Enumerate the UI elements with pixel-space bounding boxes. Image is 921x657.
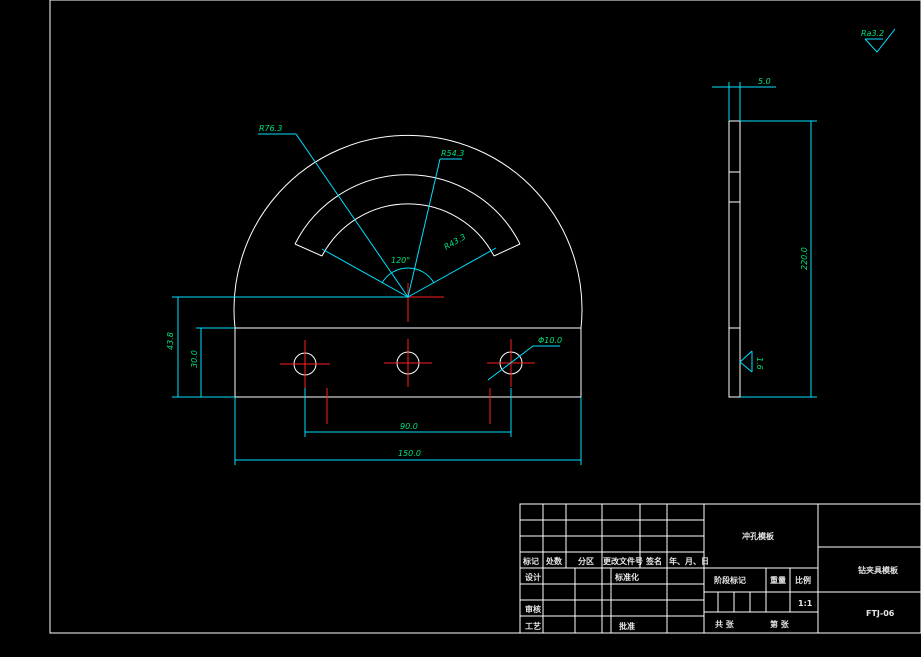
dim-r43: R43.3 bbox=[443, 232, 468, 251]
outer-arc bbox=[233, 134, 583, 329]
dim-43: 43.8 bbox=[166, 296, 408, 398]
svg-text:R54.3: R54.3 bbox=[441, 149, 464, 158]
svg-text:冲孔模板: 冲孔模板 bbox=[742, 531, 775, 541]
slot-outer-arc bbox=[294, 174, 521, 245]
svg-text:Φ10.0: Φ10.0 bbox=[538, 336, 562, 345]
svg-text:150.0: 150.0 bbox=[398, 449, 421, 458]
svg-text:年、月、日: 年、月、日 bbox=[669, 556, 709, 566]
svg-text:批准: 批准 bbox=[619, 621, 635, 631]
svg-text:43.8: 43.8 bbox=[166, 332, 175, 350]
svg-text:更改文件号: 更改文件号 bbox=[603, 556, 643, 566]
base-plate bbox=[234, 327, 582, 398]
svg-text:标记: 标记 bbox=[522, 556, 539, 566]
dim-r76: R76.3 bbox=[258, 124, 409, 298]
svg-text:分区: 分区 bbox=[578, 556, 594, 566]
dim-angle: 120° bbox=[321, 247, 497, 298]
svg-text:1.6: 1.6 bbox=[755, 357, 764, 370]
side-plate bbox=[728, 120, 741, 398]
hole-middle bbox=[384, 339, 432, 387]
hole-left bbox=[280, 340, 330, 388]
dim-phi10: Φ10.0 bbox=[487, 336, 562, 381]
dim-30: 30.0 bbox=[190, 327, 235, 397]
svg-text:30.0: 30.0 bbox=[190, 350, 199, 368]
svg-text:90.0: 90.0 bbox=[400, 422, 418, 431]
dim-220: 220.0 bbox=[740, 120, 817, 398]
side-view: 5.0 220.0 1.6 bbox=[712, 77, 817, 398]
svg-text:阶段标记: 阶段标记 bbox=[714, 575, 746, 585]
svg-text:220.0: 220.0 bbox=[800, 247, 809, 270]
dim-90: 90.0 bbox=[304, 388, 512, 437]
title-block-text: 标记 处数 分区 更改文件号 签名 年、月、日 设计 标准化 审核 工艺 批准 … bbox=[522, 531, 899, 631]
svg-text:Ra3.2: Ra3.2 bbox=[861, 29, 884, 38]
dim-r54: R54.3 bbox=[407, 149, 464, 298]
front-view: R76.3 R54.3 120° R43.3 Φ10.0 43.8 bbox=[166, 124, 583, 465]
roughness-symbol-side: 1.6 bbox=[739, 350, 764, 373]
svg-text:比例: 比例 bbox=[795, 575, 811, 585]
dim-150: 150.0 bbox=[234, 397, 582, 465]
svg-text:重量: 重量 bbox=[770, 575, 786, 585]
svg-text:设计: 设计 bbox=[525, 572, 541, 582]
svg-text:120°: 120° bbox=[391, 256, 410, 265]
slot-inner-arc bbox=[321, 203, 495, 257]
roughness-symbol-top: Ra3.2 bbox=[861, 28, 896, 53]
svg-text:第 张: 第 张 bbox=[770, 619, 790, 629]
svg-text:FTJ-06: FTJ-06 bbox=[866, 609, 895, 618]
dim-5: 5.0 bbox=[712, 77, 776, 121]
svg-text:5.0: 5.0 bbox=[758, 77, 771, 86]
svg-text:工艺: 工艺 bbox=[525, 621, 541, 631]
svg-text:标准化: 标准化 bbox=[614, 572, 639, 582]
svg-text:签名: 签名 bbox=[645, 556, 662, 566]
svg-text:R76.3: R76.3 bbox=[259, 124, 282, 133]
svg-text:处数: 处数 bbox=[545, 556, 563, 566]
svg-text:钻夹具模板: 钻夹具模板 bbox=[858, 565, 899, 575]
svg-text:1:1: 1:1 bbox=[798, 599, 813, 608]
svg-text:审核: 审核 bbox=[525, 604, 541, 614]
title-block bbox=[519, 503, 921, 634]
svg-text:共 张: 共 张 bbox=[715, 619, 735, 629]
drawing-border bbox=[49, 0, 921, 634]
